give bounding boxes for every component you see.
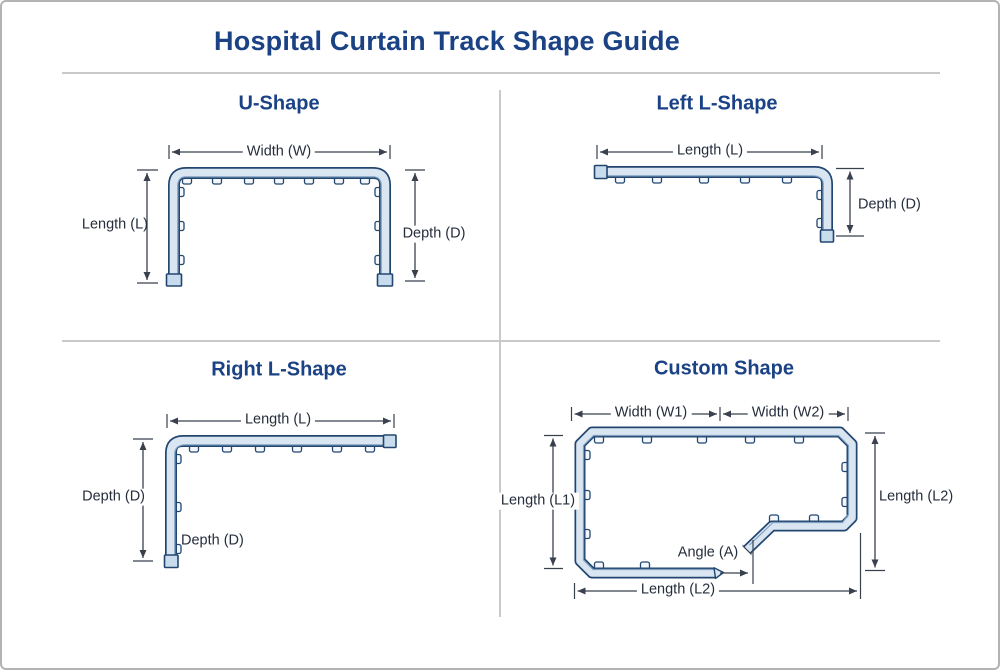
custom-shape-length1-label: Length (L1) — [496, 492, 580, 510]
vertical-quadrant-divider — [499, 90, 501, 617]
track-channel-line — [177, 176, 382, 283]
u-shape-carrier-tabs — [173, 173, 386, 266]
track-end-cap — [819, 229, 835, 243]
custom-shape-length2-right-label: Length (L2) — [879, 488, 954, 505]
custom-shape-length2-bottom-label: Length (L2) — [636, 581, 720, 599]
track-channel-line — [602, 175, 824, 233]
track-tube-fill — [169, 168, 390, 283]
track-tube-fill — [166, 436, 390, 558]
title-divider — [62, 72, 940, 74]
track-tube-fill — [576, 428, 856, 577]
u-shape-depth-label: Depth (D) — [398, 225, 470, 243]
left-l-shape-track — [593, 164, 835, 243]
track-cut-end-line — [742, 545, 752, 555]
custom-shape-width2-label: Width (W2) — [747, 404, 829, 422]
track-end-cap — [376, 273, 394, 287]
u-shape-length-label: Length (L) — [81, 216, 148, 233]
right-l-shape-length-label: Length (L) — [240, 411, 316, 429]
track-channel-line — [174, 444, 390, 558]
u-shape-heading: U-Shape — [238, 92, 320, 115]
right-l-shape-depth-outer-label: Depth (D) — [78, 488, 149, 506]
u-shape-track — [165, 167, 394, 287]
custom-shape-heading: Custom Shape — [653, 357, 795, 380]
custom-shape-width1-label: Width (W1) — [610, 404, 692, 422]
left-l-shape-depth-label: Depth (D) — [858, 196, 921, 213]
track-angled-tip — [713, 567, 725, 580]
left-l-shape-heading: Left L-Shape — [656, 92, 778, 115]
track-tube-fill — [602, 167, 832, 233]
horizontal-quadrant-divider — [62, 340, 940, 342]
track-end-cap — [593, 164, 608, 180]
right-l-shape-heading: Right L-Shape — [211, 358, 347, 381]
track-channel-line — [582, 434, 850, 571]
page-title: Hospital Curtain Track Shape Guide — [214, 26, 680, 56]
left-l-shape-carrier-tabs — [614, 172, 828, 229]
track-tube-outline — [602, 166, 833, 233]
track-end-cap — [382, 434, 397, 449]
left-l-shape-length-label: Length (L) — [672, 142, 748, 160]
u-shape-width-label: Width (W) — [242, 143, 316, 161]
track-end-cap — [163, 554, 179, 569]
custom-shape-angle-label: Angle (A) — [673, 544, 743, 562]
track-end-cap — [165, 273, 183, 287]
right-l-shape-track — [163, 434, 397, 569]
right-l-shape-depth-inner-label: Depth (D) — [181, 532, 244, 549]
track-tube-outline — [168, 167, 391, 283]
custom-shape-track — [574, 426, 858, 580]
